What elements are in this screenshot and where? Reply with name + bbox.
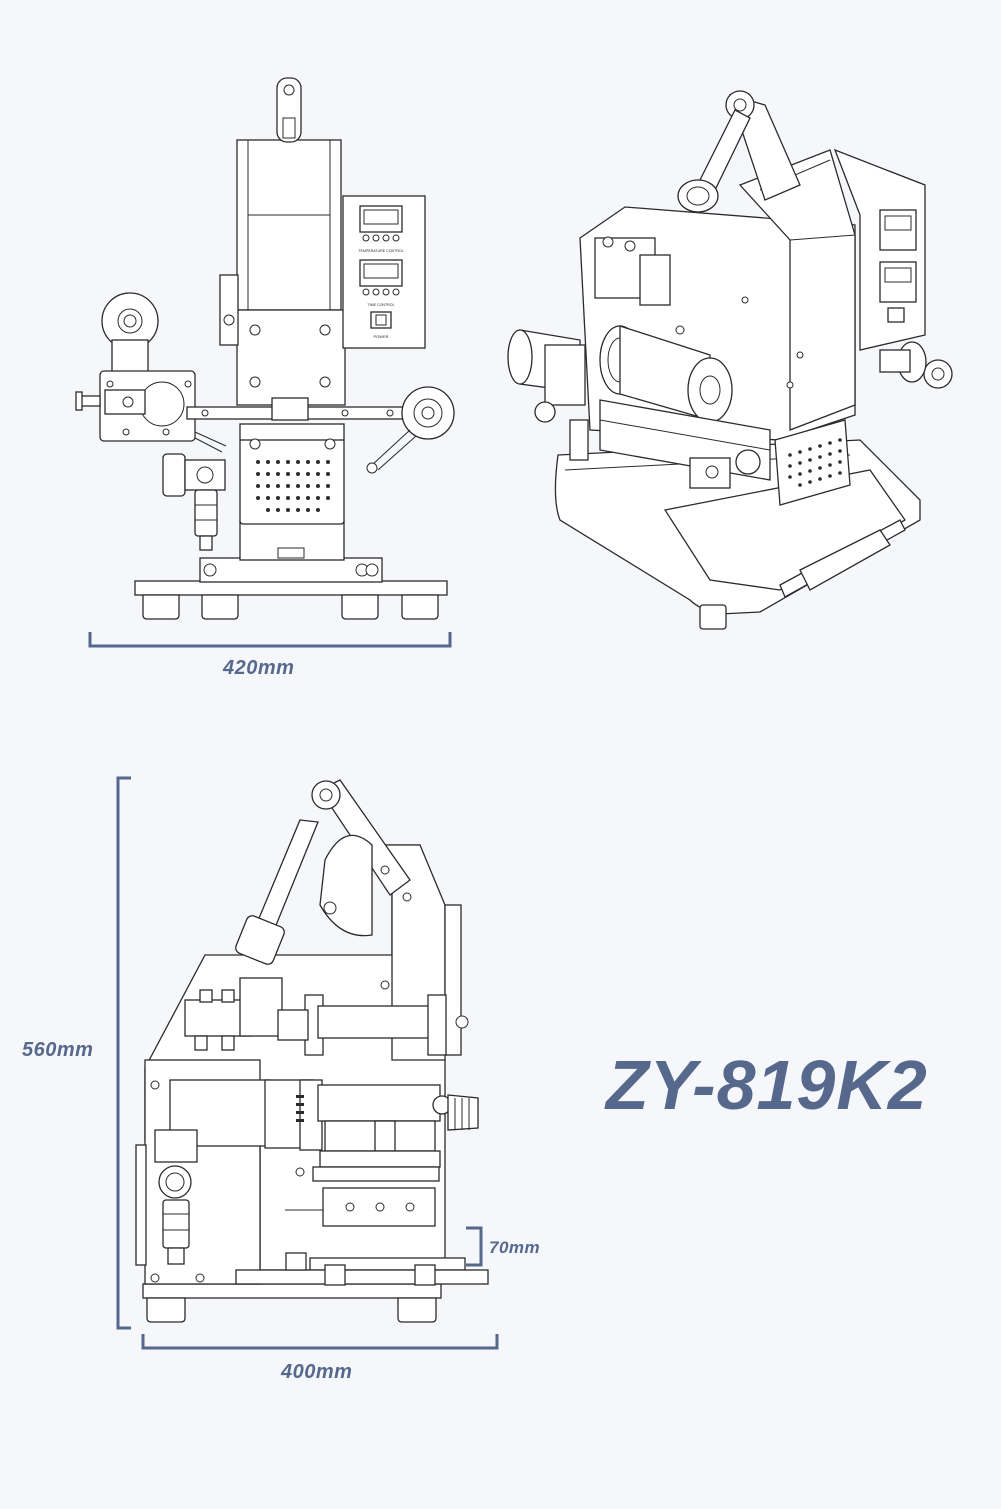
power-label: POWER <box>373 334 388 339</box>
model-name: ZY-819K2 <box>606 1046 928 1124</box>
perspective-vent-holes <box>788 438 842 487</box>
dim-front-width <box>88 632 452 648</box>
height-label: 560mm <box>22 1039 94 1061</box>
front-view: TEMPERATURE CONTROL TIME CONTROL POWER <box>75 77 455 620</box>
dim-stroke <box>466 1226 483 1267</box>
dim-height <box>116 776 131 1330</box>
time-panel-label: TIME CONTROL <box>367 303 394 307</box>
stroke-label: 70mm <box>489 1238 541 1257</box>
side-depth-label: 400mm <box>281 1361 353 1383</box>
heater-vent-holes <box>256 460 330 512</box>
temp-panel-label: TEMPERATURE CONTROL <box>358 249 403 253</box>
dim-side-depth <box>141 1334 499 1350</box>
dimension-lines <box>88 632 499 1350</box>
side-view <box>135 779 489 1323</box>
gear-teeth <box>296 1095 304 1122</box>
front-width-label: 420mm <box>223 657 295 679</box>
perspective-view <box>507 90 953 630</box>
